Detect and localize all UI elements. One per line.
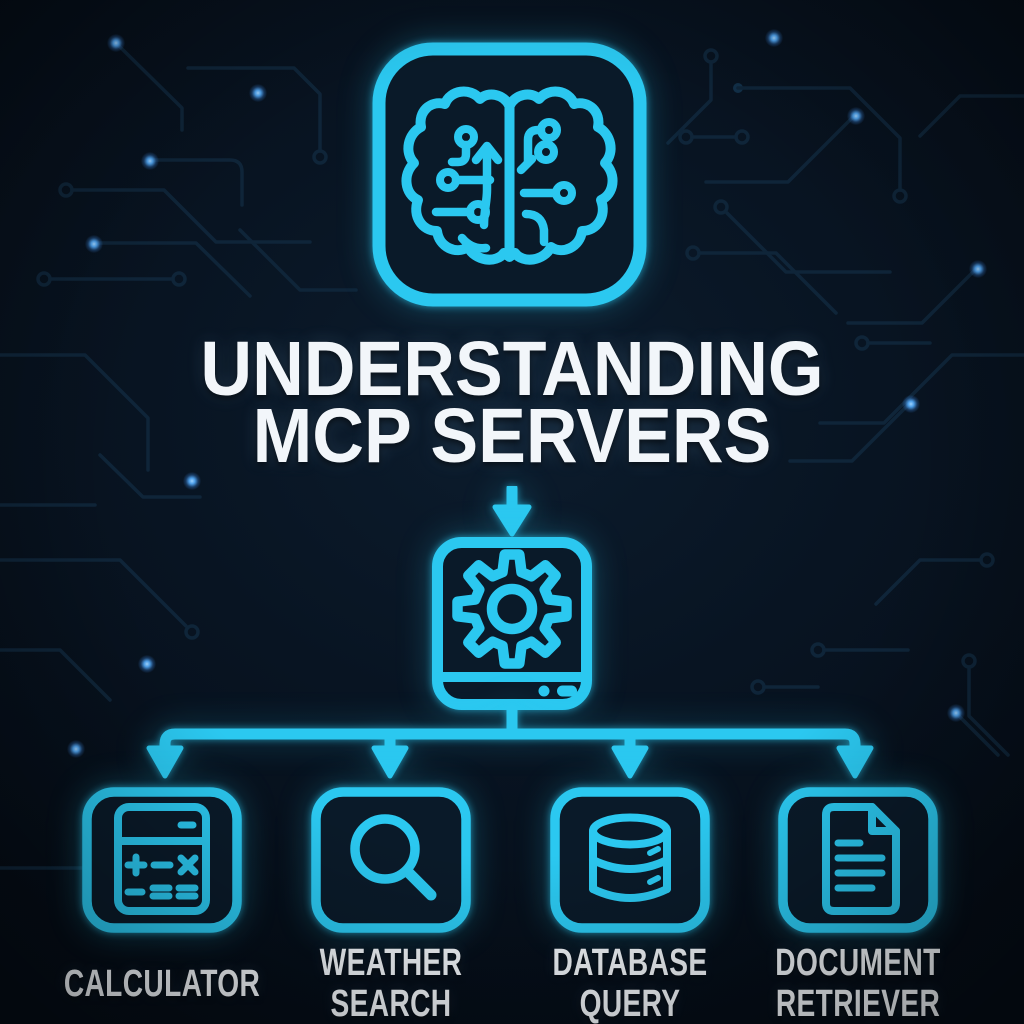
glow-dot <box>67 740 85 758</box>
glow-dot <box>969 260 987 278</box>
glow-dot <box>183 472 201 490</box>
brain-badge-card <box>372 42 647 307</box>
glow-dot <box>107 34 125 52</box>
title-line-1: UNDERSTANDING <box>200 326 824 412</box>
glow-dot <box>765 29 783 47</box>
tool-label-document-retriever: DOCUMENT RETRIEVER <box>775 942 941 1024</box>
connector-tree <box>146 704 874 779</box>
calculator-icon <box>114 803 210 915</box>
glow-dot <box>847 107 865 125</box>
poster-title: UNDERSTANDING MCP SERVERS <box>0 326 1024 479</box>
glow-dot <box>85 235 103 253</box>
database-icon <box>589 813 671 902</box>
tool-card-document <box>778 787 938 933</box>
glow-dot <box>249 84 267 102</box>
tool-label-weather-search: WEATHER SEARCH <box>319 942 463 1024</box>
glow-dot <box>902 395 920 413</box>
glow-dot <box>141 152 159 170</box>
search-magnifier-icon <box>350 814 437 901</box>
tool-card-database <box>550 787 710 933</box>
circuit-brain-icon <box>372 42 647 307</box>
tool-label-database-query: DATABASE QUERY <box>552 942 708 1024</box>
title-line-2: MCP SERVERS <box>252 393 772 479</box>
server-gear-icon <box>432 537 592 710</box>
glow-dot <box>138 655 156 673</box>
tool-card-weather-search <box>311 787 471 933</box>
document-icon <box>822 803 900 915</box>
tool-label-calculator: CALCULATOR <box>63 962 261 1005</box>
tool-card-calculator <box>82 787 242 933</box>
glow-dot <box>947 704 965 722</box>
arrow-down-icon <box>492 486 532 537</box>
